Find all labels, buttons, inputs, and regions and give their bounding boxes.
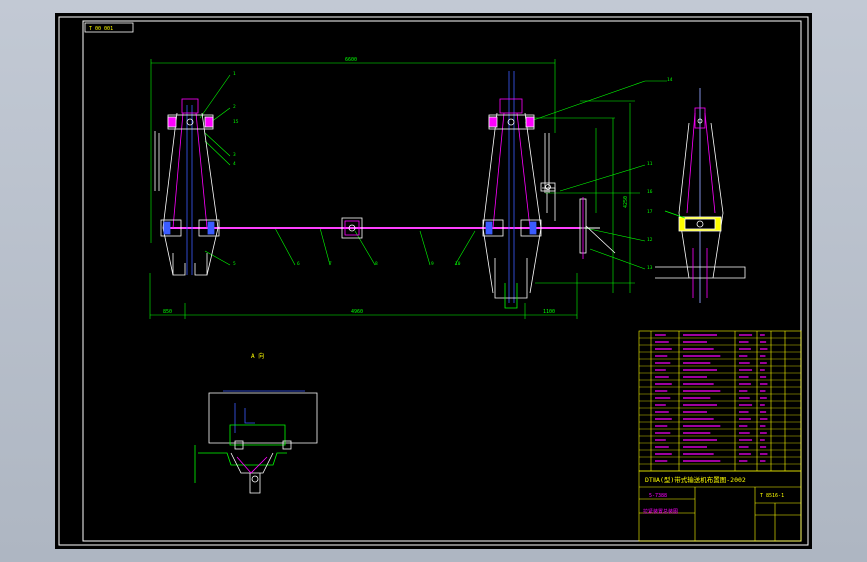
part-callout-5: 5: [233, 261, 236, 267]
brake-wheel: [540, 182, 616, 259]
part-callout-2: 2: [233, 104, 236, 110]
title-drawing-no: 5-7388: [649, 493, 667, 499]
part-callout-17: 17: [647, 209, 653, 215]
parts-table-cells: [655, 334, 768, 462]
parts-table-rows: [639, 337, 801, 465]
dim-top-overall: 6600: [345, 57, 357, 63]
cad-viewport[interactable]: T 00 001 6600 850 4 9: [55, 13, 812, 549]
title-sheet-label: 拉紧装置总装图: [643, 508, 678, 515]
part-callout-3: 3: [233, 152, 236, 158]
part-callout-11: 11: [647, 161, 653, 167]
part-callout-16: 16: [647, 189, 653, 195]
side-view: [655, 88, 746, 303]
view-a-detail: [194, 390, 318, 494]
title-main: DTⅡA(型)带式输送机布置图-2002: [645, 475, 746, 484]
dim-bottom-left: 850: [163, 309, 172, 315]
dim-bottom-right: 1100: [543, 309, 555, 315]
title-code: T 8516-1: [760, 493, 784, 499]
inner-frame: [82, 20, 802, 542]
part-callout-13: 13: [647, 265, 653, 271]
title-block: [638, 470, 802, 542]
part-callout-12: 12: [647, 237, 653, 243]
part-callout-9: 9: [431, 261, 434, 267]
dimension-lines: [149, 59, 667, 319]
cad-drawing: T 00 001 6600 850 4 9: [58, 16, 809, 546]
view-a-label: A 向: [251, 352, 264, 360]
corner-box: [84, 22, 134, 33]
part-callout-7: 7: [329, 261, 332, 267]
part-callout-4: 4: [233, 161, 236, 167]
corner-label: T 00 001: [89, 26, 113, 32]
right-tower: [482, 71, 550, 309]
part-callout-1: 1: [233, 71, 236, 77]
part-callout-15: 15: [233, 119, 239, 125]
dim-bottom-middle: 4960: [351, 309, 363, 315]
dim-right-vertical: 4250: [623, 196, 629, 208]
middle-coupling: [341, 217, 363, 239]
part-callout-6: 6: [297, 261, 300, 267]
left-tower: [154, 98, 220, 276]
part-callout-14: 14: [667, 77, 673, 83]
part-callout-10: 10: [455, 261, 461, 267]
part-callout-8: 8: [375, 261, 378, 267]
outer-frame: [58, 16, 809, 546]
